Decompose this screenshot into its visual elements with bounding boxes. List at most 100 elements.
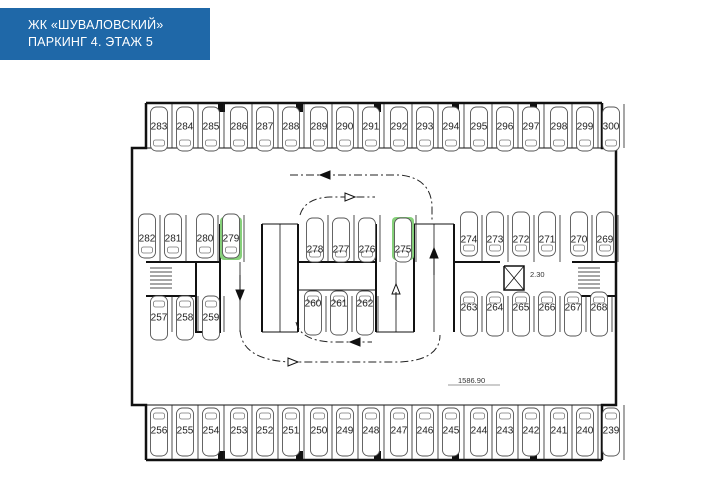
parking-spot-272[interactable]: 272 (512, 211, 535, 262)
windshield-icon (567, 296, 579, 304)
parking-spot-293[interactable]: 293 (416, 104, 439, 152)
parking-spot-268[interactable]: 268 (590, 291, 613, 337)
spot-number: 268 (591, 303, 608, 314)
spot-number: 257 (151, 313, 168, 324)
parking-spot-286[interactable]: 286 (230, 104, 253, 152)
parking-spot-240[interactable]: 240 (576, 405, 599, 460)
parking-spot-266[interactable]: 266 (538, 291, 561, 337)
parking-spot-242[interactable]: 242 (522, 405, 545, 460)
parking-spot-263[interactable]: 263 (460, 291, 483, 337)
car-icon (390, 407, 408, 457)
parking-spot-282[interactable]: 282 (138, 213, 161, 262)
elevator-cross (503, 265, 525, 291)
parking-spot-252[interactable]: 252 (256, 405, 279, 460)
parking-spot-278[interactable]: 278 (306, 215, 329, 263)
column (296, 103, 303, 112)
parking-spot-262[interactable]: 262 (356, 290, 379, 336)
windshield-icon (515, 296, 527, 304)
parking-spot-299[interactable]: 299 (576, 104, 599, 152)
parking-spot-288[interactable]: 288 (282, 104, 305, 152)
windshield-icon (365, 139, 377, 147)
spot-number: 294 (443, 122, 460, 133)
windshield-icon (141, 246, 153, 254)
parking-spot-291[interactable]: 291 (362, 104, 385, 152)
parking-spot-257[interactable]: 257 (150, 295, 173, 341)
parking-spot-289[interactable]: 289 (310, 104, 333, 152)
parking-spot-265[interactable]: 265 (512, 291, 535, 337)
parking-spot-300[interactable]: 300 (602, 104, 625, 152)
parking-spot-271[interactable]: 271 (538, 211, 561, 262)
parking-spot-267[interactable]: 267 (564, 291, 587, 337)
spot-number: 259 (203, 313, 220, 324)
parking-spot-261[interactable]: 261 (330, 290, 353, 336)
parking-spot-273[interactable]: 273 (486, 211, 509, 262)
parking-spot-270[interactable]: 270 (570, 211, 593, 262)
parking-spot-269[interactable]: 269 (596, 211, 619, 262)
parking-spot-274[interactable]: 274 (460, 211, 483, 262)
parking-spot-292[interactable]: 292 (390, 104, 413, 152)
parking-spot-281[interactable]: 281 (164, 213, 187, 262)
parking-spot-247[interactable]: 247 (390, 405, 413, 460)
car-icon (336, 407, 354, 457)
parking-spot-290[interactable]: 290 (336, 104, 359, 152)
car-icon (176, 407, 194, 457)
parking-spot-275[interactable]: 275 (392, 215, 417, 263)
windshield-icon (393, 412, 405, 420)
parking-spot-259[interactable]: 259 (202, 295, 225, 341)
parking-spot-258[interactable]: 258 (176, 295, 199, 341)
parking-spot-260[interactable]: 260 (304, 290, 327, 336)
outer-walls (130, 101, 618, 462)
parking-spot-253[interactable]: 253 (230, 405, 253, 460)
parking-spot-245[interactable]: 245 (442, 405, 465, 460)
parking-spot-239[interactable]: 239 (602, 405, 625, 460)
column (296, 451, 303, 460)
parking-spot-250[interactable]: 250 (310, 405, 333, 460)
spot-number: 240 (577, 426, 594, 437)
arrow-right (287, 357, 300, 367)
parking-spot-295[interactable]: 295 (470, 104, 493, 152)
parking-spot-277[interactable]: 277 (332, 215, 355, 263)
parking-spot-285[interactable]: 285 (202, 104, 225, 152)
parking-spot-284[interactable]: 284 (176, 104, 199, 152)
parking-spot-249[interactable]: 249 (336, 405, 359, 460)
car-icon (304, 290, 322, 336)
parking-spot-280[interactable]: 280 (196, 213, 219, 262)
car-icon (416, 407, 434, 457)
parking-spot-244[interactable]: 244 (470, 405, 493, 460)
parking-spot-264[interactable]: 264 (486, 291, 509, 337)
parking-spot-254[interactable]: 254 (202, 405, 225, 460)
complex-name: ЖК «ШУВАЛОВСКИЙ» (28, 18, 164, 32)
column (218, 451, 225, 460)
spot-number: 290 (337, 122, 354, 133)
title-banner: ЖК «ШУВАЛОВСКИЙ» ПАРКИНГ 4. ЭТАЖ 5 (0, 8, 210, 60)
spot-number: 280 (197, 234, 214, 245)
parking-spot-256[interactable]: 256 (150, 405, 173, 460)
parking-spot-294[interactable]: 294 (442, 104, 465, 152)
parking-spot-298[interactable]: 298 (550, 104, 573, 152)
parking-spot-243[interactable]: 243 (496, 405, 519, 460)
parking-spot-251[interactable]: 251 (282, 405, 305, 460)
car-icon (522, 407, 540, 457)
windshield-icon (259, 139, 271, 147)
parking-spot-296[interactable]: 296 (496, 104, 519, 152)
parking-spot-248[interactable]: 248 (362, 405, 385, 460)
parking-spot-241[interactable]: 241 (550, 405, 573, 460)
spot-number: 253 (231, 426, 248, 437)
parking-spot-283[interactable]: 283 (150, 104, 173, 152)
windshield-icon (259, 412, 271, 420)
parking-spot-255[interactable]: 255 (176, 405, 199, 460)
spot-number: 244 (471, 426, 488, 437)
spot-number: 265 (513, 303, 530, 314)
parking-spot-297[interactable]: 297 (522, 104, 545, 152)
dimension-label: 1586.90 (458, 376, 485, 385)
spot-number: 255 (177, 426, 194, 437)
parking-spot-287[interactable]: 287 (256, 104, 279, 152)
parking-spot-276[interactable]: 276 (358, 215, 381, 263)
parking-spot-279[interactable]: 279 (220, 213, 245, 262)
parking-spot-246[interactable]: 246 (416, 405, 439, 460)
windshield-icon (313, 139, 325, 147)
windshield-icon (579, 412, 591, 420)
spot-number: 266 (539, 303, 556, 314)
windshield-icon (579, 139, 591, 147)
spot-number: 288 (283, 122, 300, 133)
